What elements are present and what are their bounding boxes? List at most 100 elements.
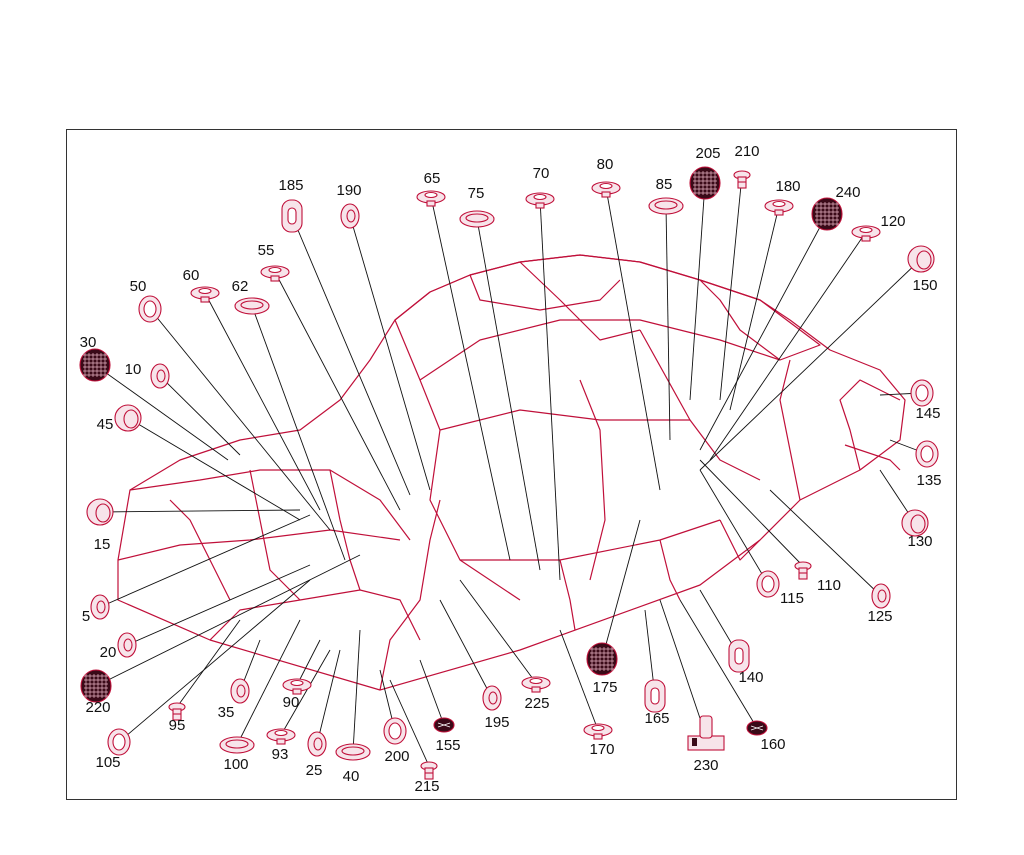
callout-label-135: 135 <box>916 472 941 489</box>
part-45-icon <box>114 404 142 432</box>
leader-line-80 <box>605 187 661 491</box>
part-62-icon <box>234 297 270 315</box>
callout-label-215: 215 <box>414 778 439 795</box>
part-240-icon <box>811 197 843 231</box>
leader-line-110 <box>699 459 804 567</box>
leader-line-85 <box>665 205 671 441</box>
part-60-icon <box>190 286 220 303</box>
part-135-icon <box>915 440 939 468</box>
leader-line-210 <box>719 174 743 401</box>
callout-label-110: 110 <box>817 577 841 594</box>
part-185-icon <box>281 199 303 233</box>
callout-label-155: 155 <box>435 737 460 754</box>
callout-label-75: 75 <box>468 185 485 202</box>
callout-label-170: 170 <box>589 741 614 758</box>
callout-label-30: 30 <box>80 334 97 351</box>
callout-label-45: 45 <box>97 416 114 433</box>
part-215-icon <box>420 761 438 780</box>
leader-line-185 <box>291 215 411 496</box>
callout-label-220: 220 <box>85 699 110 716</box>
callout-label-160: 160 <box>760 736 785 753</box>
part-5-icon <box>90 594 110 620</box>
leader-line-190 <box>349 215 431 491</box>
part-105-icon <box>107 728 131 756</box>
part-175-icon <box>586 642 618 676</box>
leader-line-160 <box>679 599 758 729</box>
part-205-icon <box>689 166 721 200</box>
callout-label-85: 85 <box>656 176 673 193</box>
leader-line-25 <box>316 649 341 745</box>
part-190-icon <box>340 203 360 229</box>
part-115-icon <box>756 570 780 598</box>
leader-line-15 <box>99 509 301 513</box>
leader-line-155 <box>419 659 445 726</box>
leader-line-220 <box>95 554 361 687</box>
callout-label-125: 125 <box>867 608 892 625</box>
part-65-icon <box>416 190 446 207</box>
part-195-icon <box>482 685 502 711</box>
callout-label-190: 190 <box>336 182 361 199</box>
leader-line-125 <box>769 489 882 597</box>
leader-line-180 <box>729 205 780 411</box>
part-30-icon <box>79 348 111 382</box>
leader-line-215 <box>389 679 430 767</box>
callout-label-200: 200 <box>384 748 409 765</box>
callout-label-140: 140 <box>738 669 763 686</box>
part-220-icon <box>80 669 112 703</box>
part-165-icon <box>644 679 666 713</box>
part-35-icon <box>230 678 250 704</box>
leader-line-5 <box>99 514 311 608</box>
part-120-icon <box>851 225 881 242</box>
leader-line-65 <box>430 196 511 561</box>
part-125-icon <box>871 583 891 609</box>
callout-label-130: 130 <box>907 533 932 550</box>
callout-label-145: 145 <box>915 405 940 422</box>
part-110-icon <box>794 561 812 580</box>
part-130-icon <box>901 509 929 537</box>
part-icons <box>79 166 939 780</box>
callout-label-165: 165 <box>644 710 669 727</box>
part-100-icon <box>219 736 255 754</box>
part-230-icon <box>687 715 725 751</box>
part-160-icon <box>746 720 768 736</box>
leader-line-95 <box>176 619 241 708</box>
leader-line-62 <box>251 305 346 561</box>
callout-label-175: 175 <box>592 679 617 696</box>
callout-label-150: 150 <box>912 277 937 294</box>
part-75-icon <box>459 210 495 228</box>
leader-line-20 <box>126 564 311 646</box>
leader-line-75 <box>476 218 541 571</box>
part-40-icon <box>335 743 371 761</box>
part-95-icon <box>168 702 186 721</box>
leader-line-90 <box>296 639 321 686</box>
leader-line-50 <box>149 308 331 531</box>
leader-line-10 <box>159 375 241 456</box>
callout-label-35: 35 <box>218 704 235 721</box>
part-145-icon <box>910 379 934 407</box>
leader-line-205 <box>689 182 706 401</box>
leader-line-195 <box>439 599 493 699</box>
callout-label-180: 180 <box>775 178 800 195</box>
callout-label-115: 115 <box>780 590 804 607</box>
callout-label-225: 225 <box>524 695 549 712</box>
callout-label-195: 195 <box>484 714 509 731</box>
callout-label-120: 120 <box>880 213 905 230</box>
leader-line-230 <box>659 599 707 737</box>
leader-line-93 <box>280 649 331 736</box>
callout-label-15: 15 <box>94 536 111 553</box>
part-180-icon <box>764 199 794 216</box>
callout-label-105: 105 <box>95 754 120 771</box>
leader-line-175 <box>601 519 641 660</box>
leader-line-150 <box>699 258 922 471</box>
callout-label-93: 93 <box>272 746 289 763</box>
callout-label-60: 60 <box>183 267 200 284</box>
callout-label-40: 40 <box>343 768 360 785</box>
leader-line-100 <box>236 619 301 746</box>
leader-lines <box>94 174 928 767</box>
callout-label-230: 230 <box>693 757 718 774</box>
leader-line-170 <box>559 629 599 731</box>
callout-label-185: 185 <box>278 177 303 194</box>
part-50-icon <box>138 295 162 323</box>
